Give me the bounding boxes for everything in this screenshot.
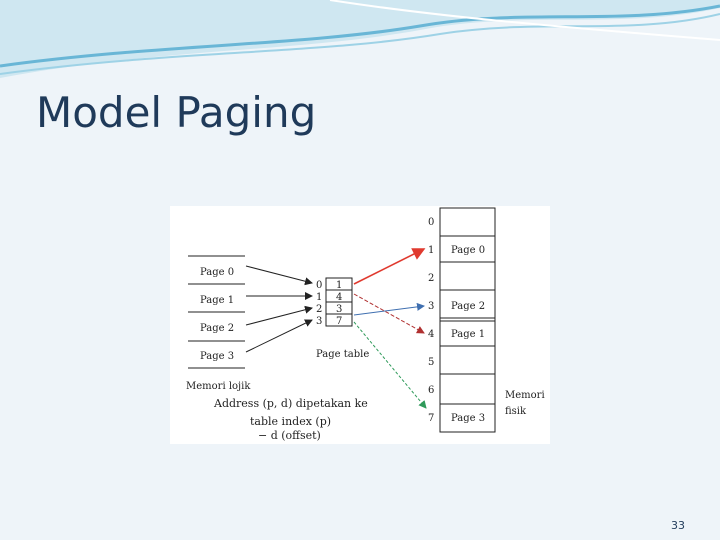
frame-number-5: 5 [428,357,434,368]
logical-memory: Page 0 Page 1 Page 2 Page 3 Memori lojik [186,256,251,392]
page-table-label: Page table [316,349,369,360]
page-table-index-1: 1 [316,292,322,303]
caption-line-2: table index (p) [250,415,331,428]
page-number: 33 [671,519,685,532]
frame-content-1: Page 0 [451,245,485,256]
frame-number-1: 1 [428,245,434,256]
page-table-index-0: 0 [316,280,322,291]
frame-content-3: Page 2 [451,301,485,312]
frame-number-3: 3 [428,301,434,312]
frame-content-7: Page 3 [451,413,485,424]
page-table-frame-0: 1 [336,280,342,291]
physical-memory: 0 1 2 3 4 5 6 7 Page 0 Page 2 Page 1 Pag… [428,208,545,432]
page-table-index-3: 3 [316,316,322,327]
slide-title: Model Paging [36,88,316,137]
page-table: 0 1 2 3 1 4 3 7 Page table [316,278,369,360]
logical-to-table-arrows [246,266,312,352]
physical-memory-label: Memori [505,390,545,401]
diagram-caption: Address (p, d) dipetakan ke table index … [213,397,368,442]
frame-number-4: 4 [428,329,434,340]
logical-page-1: Page 1 [200,295,234,306]
table-to-frame-arrows [354,249,426,408]
frame-number-2: 2 [428,273,434,284]
physical-memory-label-2: fisik [505,406,527,417]
frame-number-6: 6 [428,385,434,396]
caption-line-1: Address (p, d) dipetakan ke [213,397,368,410]
logical-page-0: Page 0 [200,267,234,278]
frame-number-0: 0 [428,217,434,228]
page-table-frame-2: 3 [336,304,342,315]
logical-page-2: Page 2 [200,323,234,334]
logical-page-3: Page 3 [200,351,234,362]
page-table-frame-3: 7 [336,316,342,327]
frame-content-4: Page 1 [451,329,485,340]
page-table-index-2: 2 [316,304,322,315]
header-wave-decoration [0,0,720,90]
caption-line-3: − d (offset) [258,429,321,442]
paging-diagram: Page 0 Page 1 Page 2 Page 3 Memori lojik… [170,206,550,444]
page-table-frame-1: 4 [336,292,342,303]
logical-memory-label: Memori lojik [186,381,251,392]
frame-number-7: 7 [428,413,434,424]
